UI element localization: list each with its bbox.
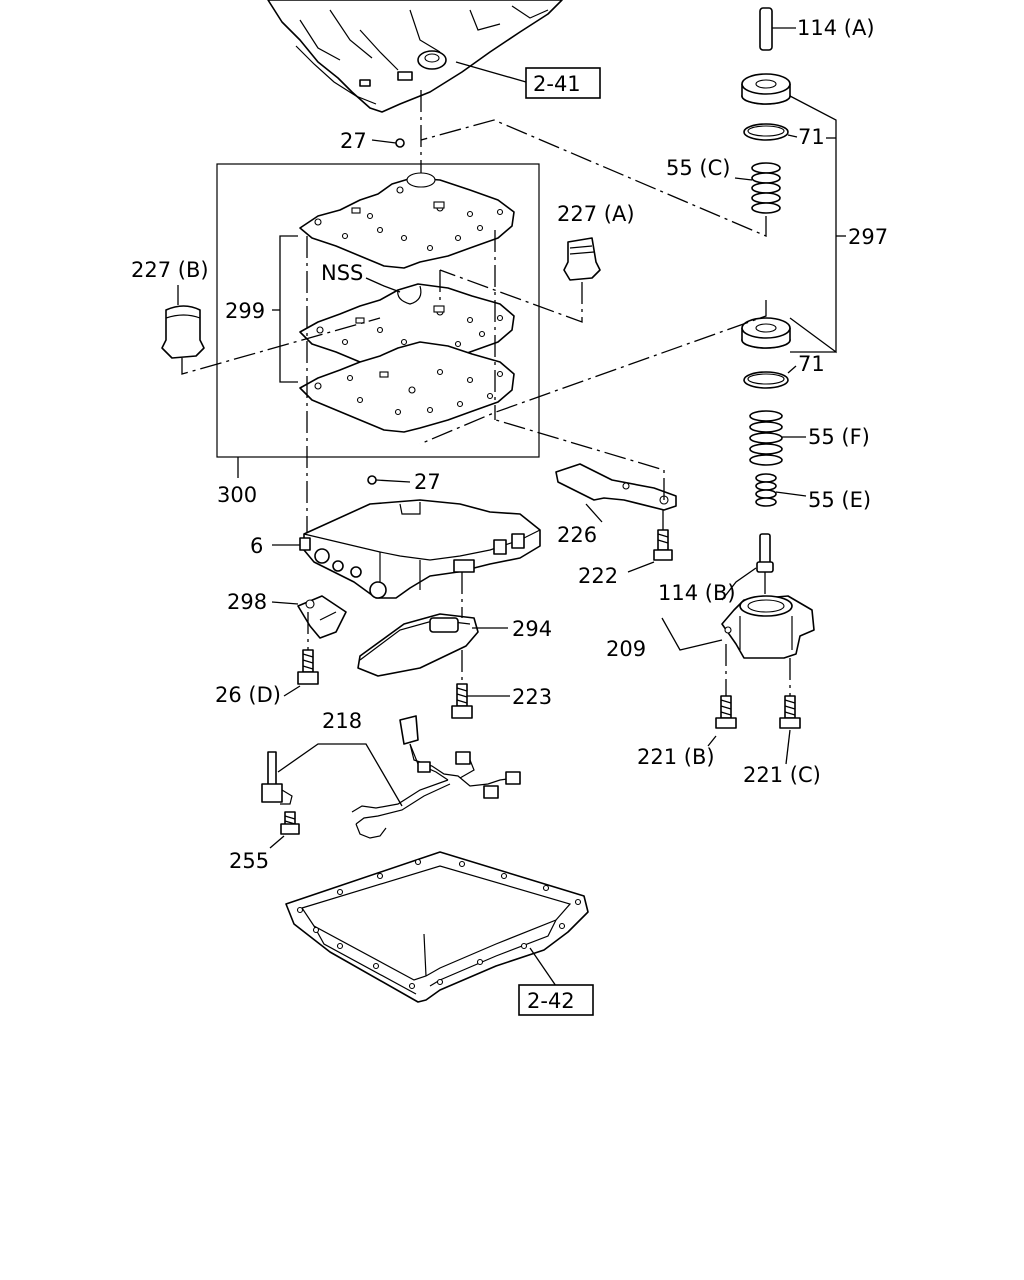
callout-297: 297 bbox=[848, 225, 888, 249]
separator-plate-upper bbox=[299, 172, 515, 269]
solenoid-227a bbox=[563, 237, 601, 281]
callout-71-upper: 71 bbox=[798, 125, 825, 149]
accumulator-piston-upper bbox=[741, 73, 791, 105]
callout-221b: 221 (B) bbox=[637, 745, 715, 769]
callout-223: 223 bbox=[512, 685, 552, 709]
callout-255: 255 bbox=[229, 849, 269, 873]
callout-298: 298 bbox=[227, 590, 267, 614]
callout-26d: 26 (D) bbox=[215, 683, 281, 707]
bracket-299 bbox=[279, 235, 298, 383]
separator-plate-lower bbox=[299, 341, 515, 433]
callout-294: 294 bbox=[512, 617, 552, 641]
spring-55f bbox=[749, 410, 783, 466]
bolt-26d bbox=[297, 649, 319, 685]
callout-71-lower: 71 bbox=[798, 352, 825, 376]
callout-55f: 55 (F) bbox=[808, 425, 870, 449]
detent-spring-298 bbox=[297, 595, 347, 639]
pin-114b bbox=[756, 533, 774, 573]
callout-299: 299 bbox=[225, 299, 265, 323]
reference-box-2-42 bbox=[518, 984, 594, 1016]
valve-body-6 bbox=[299, 499, 541, 599]
callout-55c: 55 (C) bbox=[666, 156, 730, 180]
check-ball-27-lower bbox=[367, 475, 377, 485]
spring-55e bbox=[755, 473, 777, 507]
assembly-box-300 bbox=[216, 163, 540, 458]
callout-218: 218 bbox=[322, 709, 362, 733]
reference-box-2-41 bbox=[525, 67, 601, 99]
oil-pan bbox=[285, 851, 589, 1003]
callout-6: 6 bbox=[250, 534, 263, 558]
callout-55e: 55 (E) bbox=[808, 488, 871, 512]
callout-227b: 227 (B) bbox=[131, 258, 209, 282]
check-ball-27-top bbox=[395, 138, 405, 148]
bolt-223 bbox=[451, 683, 473, 719]
wiring-harness-218 bbox=[261, 715, 521, 839]
callout-209: 209 bbox=[606, 637, 646, 661]
oil-strainer-294 bbox=[357, 613, 479, 677]
bolt-221b bbox=[715, 695, 737, 729]
bolt-255 bbox=[280, 811, 300, 835]
callout-221c: 221 (C) bbox=[743, 763, 821, 787]
callout-222: 222 bbox=[578, 564, 618, 588]
bolt-222 bbox=[653, 529, 673, 561]
solenoid-227b bbox=[161, 305, 205, 359]
spring-55c bbox=[751, 162, 781, 214]
callout-27-top: 27 bbox=[340, 129, 367, 153]
callout-227a: 227 (A) bbox=[557, 202, 635, 226]
pin-114a bbox=[759, 7, 773, 51]
callout-114b: 114 (B) bbox=[658, 581, 736, 605]
ref-2-41: 2-41 bbox=[533, 72, 581, 96]
accumulator-housing-209 bbox=[721, 595, 815, 659]
callout-27-lower: 27 bbox=[414, 470, 441, 494]
leader-2-41 bbox=[455, 61, 527, 83]
callout-114a: 114 (A) bbox=[797, 16, 875, 40]
callout-nss: NSS bbox=[321, 261, 363, 285]
transmission-case-illustration bbox=[267, 0, 563, 113]
callout-300: 300 bbox=[217, 483, 257, 507]
bolt-221c bbox=[779, 695, 801, 729]
ref-2-42: 2-42 bbox=[527, 989, 575, 1013]
callout-226: 226 bbox=[557, 523, 597, 547]
accumulator-piston-lower bbox=[741, 317, 791, 349]
bracket-226 bbox=[555, 463, 677, 511]
